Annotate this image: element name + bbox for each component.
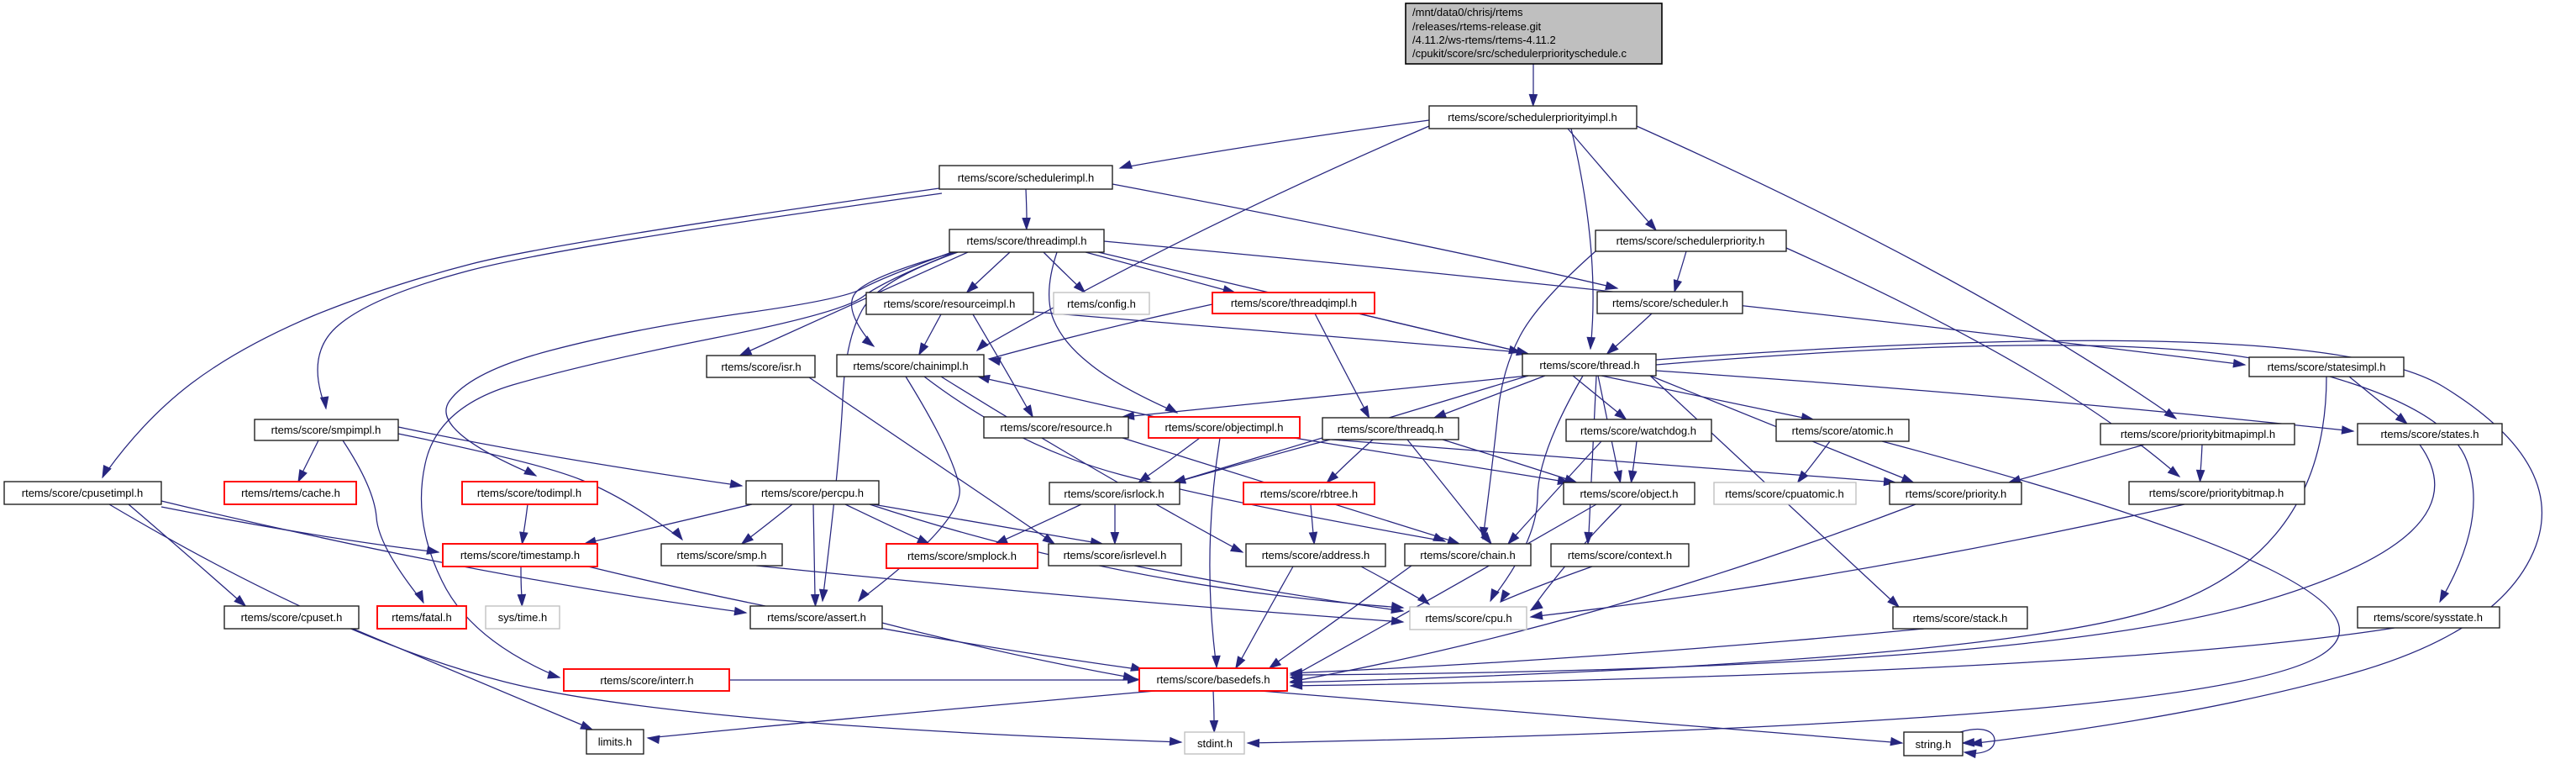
svg-text:rtems/score/watchdog.h: rtems/score/watchdog.h <box>1580 424 1696 437</box>
svg-text:rtems/score/atomic.h: rtems/score/atomic.h <box>1792 424 1894 437</box>
svg-text:rtems/score/statesimpl.h: rtems/score/statesimpl.h <box>2268 361 2386 373</box>
svg-text:/4.11.2/ws-rtems/rtems-4.11.2: /4.11.2/ws-rtems/rtems-4.11.2 <box>1412 34 1556 46</box>
svg-text:rtems/score/prioritybitmap.h: rtems/score/prioritybitmap.h <box>2149 487 2284 499</box>
svg-text:rtems/score/resourceimpl.h: rtems/score/resourceimpl.h <box>884 298 1016 310</box>
svg-text:rtems/score/smplock.h: rtems/score/smplock.h <box>907 550 1017 562</box>
svg-text:rtems/score/prioritybitmapimpl: rtems/score/prioritybitmapimpl.h <box>2121 428 2275 440</box>
svg-text:rtems/score/rbtree.h: rtems/score/rbtree.h <box>1260 488 1358 500</box>
svg-text:rtems/score/schedulerpriority.: rtems/score/schedulerpriority.h <box>1617 235 1765 247</box>
svg-text:rtems/score/cpu.h: rtems/score/cpu.h <box>1425 612 1511 625</box>
svg-text:rtems/score/schedulerpriorityi: rtems/score/schedulerpriorityimpl.h <box>1448 111 1617 124</box>
svg-text:rtems/score/isrlevel.h: rtems/score/isrlevel.h <box>1064 549 1167 561</box>
svg-text:rtems/score/threadimpl.h: rtems/score/threadimpl.h <box>966 235 1086 247</box>
svg-text:rtems/score/isr.h: rtems/score/isr.h <box>721 361 801 373</box>
svg-text:rtems/score/chain.h: rtems/score/chain.h <box>1420 549 1515 561</box>
svg-text:rtems/score/priority.h: rtems/score/priority.h <box>1906 488 2006 500</box>
svg-text:stdint.h: stdint.h <box>1197 737 1233 750</box>
svg-text:rtems/score/assert.h: rtems/score/assert.h <box>767 611 866 624</box>
svg-text:rtems/config.h: rtems/config.h <box>1067 298 1136 310</box>
svg-text:sys/time.h: sys/time.h <box>498 611 548 624</box>
svg-text:rtems/score/smpimpl.h: rtems/score/smpimpl.h <box>271 424 381 436</box>
svg-text:rtems/score/context.h: rtems/score/context.h <box>1568 549 1672 561</box>
svg-text:rtems/rtems/cache.h: rtems/rtems/cache.h <box>241 487 340 499</box>
svg-text:rtems/score/chainimpl.h: rtems/score/chainimpl.h <box>853 360 968 372</box>
svg-text:rtems/score/sysstate.h: rtems/score/sysstate.h <box>2374 611 2483 624</box>
svg-text:rtems/score/scheduler.h: rtems/score/scheduler.h <box>1612 297 1728 309</box>
svg-text:rtems/score/cpuatomic.h: rtems/score/cpuatomic.h <box>1725 488 1844 500</box>
svg-text:rtems/score/schedulerimpl.h: rtems/score/schedulerimpl.h <box>958 171 1095 184</box>
svg-text:rtems/score/interr.h: rtems/score/interr.h <box>600 674 693 687</box>
svg-text:rtems/score/stack.h: rtems/score/stack.h <box>1913 612 2008 625</box>
svg-text:rtems/score/todimpl.h: rtems/score/todimpl.h <box>477 487 581 499</box>
svg-text:rtems/score/object.h: rtems/score/object.h <box>1580 488 1678 500</box>
svg-text:rtems/score/isrlock.h: rtems/score/isrlock.h <box>1064 488 1164 500</box>
svg-text:rtems/score/percpu.h: rtems/score/percpu.h <box>761 487 864 499</box>
svg-text:rtems/score/timestamp.h: rtems/score/timestamp.h <box>460 549 580 561</box>
svg-text:rtems/score/cpuset.h: rtems/score/cpuset.h <box>241 611 343 624</box>
svg-text:string.h: string.h <box>1916 738 1952 751</box>
svg-text:/cpukit/score/src/schedulerpri: /cpukit/score/src/schedulerprioritysched… <box>1412 47 1627 60</box>
svg-text:rtems/score/smp.h: rtems/score/smp.h <box>677 549 767 561</box>
svg-text:/mnt/data0/chrisj/rtems: /mnt/data0/chrisj/rtems <box>1412 6 1523 18</box>
svg-text:limits.h: limits.h <box>598 735 632 748</box>
svg-text:rtems/score/address.h: rtems/score/address.h <box>1262 549 1370 561</box>
svg-text:rtems/score/threadqimpl.h: rtems/score/threadqimpl.h <box>1231 297 1357 309</box>
svg-text:rtems/score/objectimpl.h: rtems/score/objectimpl.h <box>1165 421 1284 434</box>
svg-text:rtems/score/threadq.h: rtems/score/threadq.h <box>1338 423 1443 435</box>
svg-text:rtems/score/cpusetimpl.h: rtems/score/cpusetimpl.h <box>22 487 144 499</box>
svg-text:rtems/score/thread.h: rtems/score/thread.h <box>1539 359 1639 372</box>
svg-text:/releases/rtems-release.git: /releases/rtems-release.git <box>1412 20 1542 33</box>
svg-text:rtems/score/states.h: rtems/score/states.h <box>2380 428 2479 440</box>
svg-text:rtems/fatal.h: rtems/fatal.h <box>392 611 452 624</box>
svg-text:rtems/score/basedefs.h: rtems/score/basedefs.h <box>1156 673 1270 686</box>
svg-text:rtems/score/resource.h: rtems/score/resource.h <box>1001 421 1112 434</box>
